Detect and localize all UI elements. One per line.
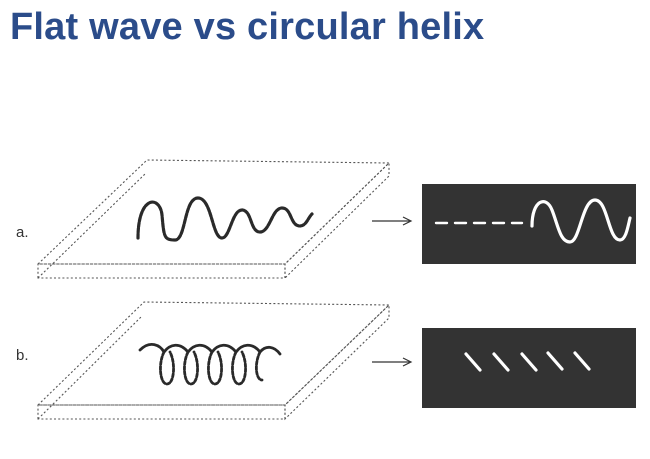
row-label-a: a. [16,224,29,241]
arrow-a [372,216,413,226]
slide-title: Flat wave vs circular helix [10,6,485,48]
glass-slab-a [36,159,391,280]
row-b: b. [16,301,636,421]
helix-trace [138,342,282,386]
glass-slab-b [36,301,391,421]
arrow-b [372,357,413,367]
row-label-b: b. [16,347,29,364]
helix-projection-marks [464,351,591,372]
row-a: a. [16,159,636,280]
flat-wave-trace [136,196,314,242]
sine-projection [530,198,632,244]
result-panel-b [422,328,636,408]
result-panel-a [422,184,636,264]
